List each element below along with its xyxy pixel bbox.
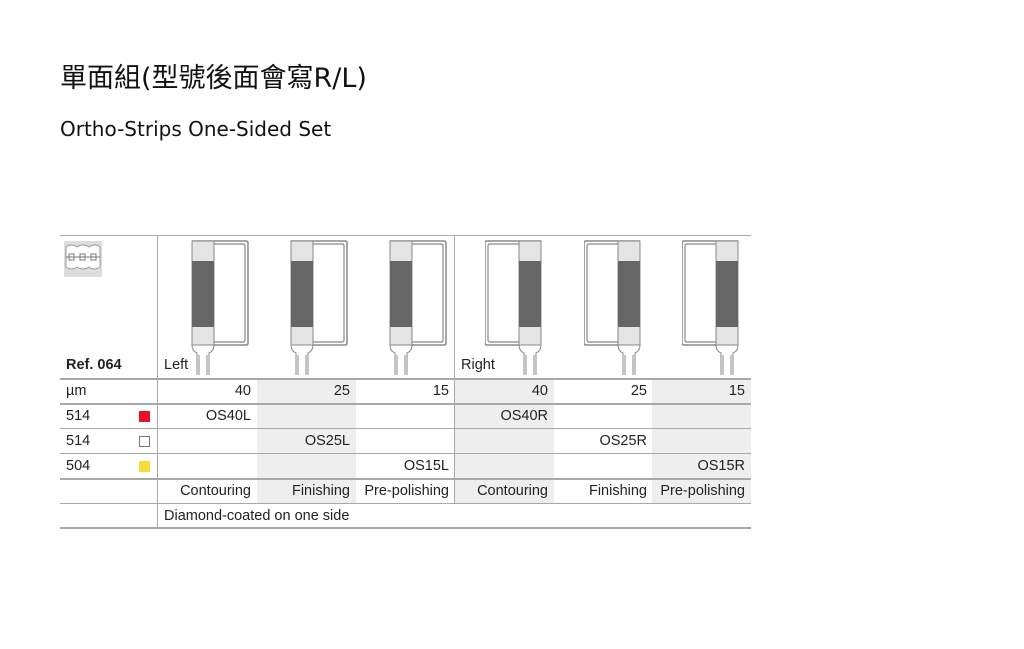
color-swatch — [139, 461, 150, 472]
product-code — [455, 429, 554, 454]
ortho-strip-icon — [290, 240, 348, 375]
note: Diamond-coated on one side — [164, 508, 350, 524]
unit-label: µm — [66, 383, 87, 399]
process-label: Contouring — [477, 483, 548, 499]
product-code — [356, 404, 455, 429]
ref-number: 514 — [66, 408, 91, 424]
shaded-column — [652, 378, 751, 503]
process-label: Finishing — [291, 483, 350, 499]
shaded-column — [257, 378, 356, 503]
ref-number: 504 — [66, 458, 91, 474]
process-label: Pre-polishing — [660, 483, 745, 499]
grit-value: 25 — [630, 383, 647, 399]
product-code: OS25R — [599, 433, 647, 449]
product-code — [652, 404, 751, 429]
ortho-strip-icon — [191, 240, 249, 375]
page-subtitle: Ortho-Strips One-Sided Set — [60, 117, 332, 141]
ortho-strip-icon — [485, 240, 542, 375]
product-code — [158, 454, 257, 479]
page-title: 單面組(型號後面會寫R/L) — [60, 63, 367, 94]
process-label: Pre-polishing — [364, 483, 449, 499]
process-label: Contouring — [180, 483, 251, 499]
grit-value: 15 — [432, 383, 449, 399]
product-code — [158, 429, 257, 454]
product-code — [356, 429, 455, 454]
product-code — [257, 404, 356, 429]
ref-number: 514 — [66, 433, 91, 449]
color-swatch — [139, 436, 150, 447]
product-code — [652, 429, 751, 454]
product-code — [554, 404, 653, 429]
product-code — [257, 454, 356, 479]
product-code — [554, 454, 653, 479]
product-code: OS15L — [403, 458, 449, 474]
ref-label: Ref. 064 — [66, 357, 122, 373]
product-code: OS25L — [304, 433, 350, 449]
ortho-strip-icon — [584, 240, 641, 375]
process-label: Finishing — [588, 483, 647, 499]
right-label: Right — [461, 357, 495, 373]
teeth-braces-icon — [64, 241, 102, 277]
grit-value: 15 — [728, 383, 745, 399]
product-code: OS40R — [500, 408, 548, 424]
grit-value: 25 — [333, 383, 350, 399]
color-swatch — [139, 411, 150, 422]
left-label: Left — [164, 357, 189, 373]
grit-value: 40 — [234, 383, 251, 399]
grit-value: 40 — [531, 383, 548, 399]
product-code: OS40L — [205, 408, 251, 424]
ortho-strip-icon — [389, 240, 447, 375]
product-code: OS15R — [697, 458, 745, 474]
product-code — [455, 454, 554, 479]
ortho-strip-icon — [682, 240, 739, 375]
shaded-column — [455, 378, 554, 503]
